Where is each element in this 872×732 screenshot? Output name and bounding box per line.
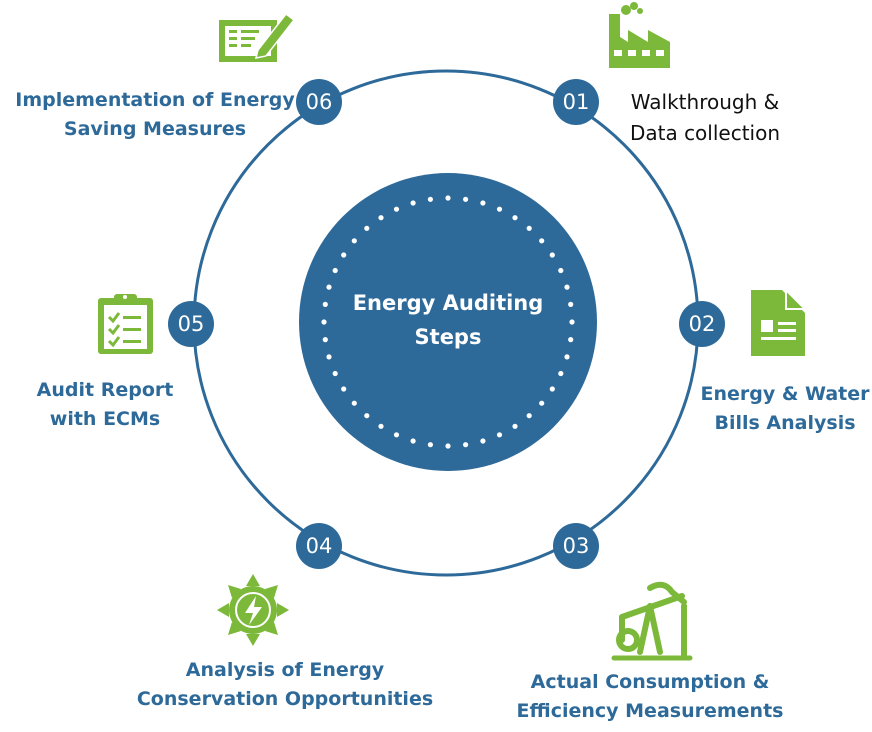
center-ring-dot xyxy=(539,400,545,406)
center-ring-dot xyxy=(539,238,545,244)
center-ring-dot xyxy=(564,354,570,360)
step-04-label-line-2: Conservation Opportunities xyxy=(136,688,434,710)
center-title-line-2: Steps xyxy=(414,325,482,349)
center-ring-dot xyxy=(568,301,574,307)
center-ring-dot xyxy=(332,267,338,274)
pump-jack-icon xyxy=(611,581,693,661)
center-ring-dot xyxy=(463,196,469,202)
step-05-label: Audit Report with ECMs xyxy=(20,376,190,434)
step-04-label-line-1: Analysis of Energy xyxy=(185,659,385,681)
center-ring-dot xyxy=(480,200,486,206)
center-circle xyxy=(299,173,597,471)
bill-document-icon xyxy=(751,287,808,356)
center-ring-dot xyxy=(322,301,328,307)
step-01-label-line-1: Walkthrough & xyxy=(630,90,780,114)
clipboard-checklist-icon xyxy=(98,294,153,354)
center-ring-dot xyxy=(558,267,564,274)
center-ring-dot xyxy=(480,438,486,444)
center-dotted-ring xyxy=(321,195,575,449)
center-ring-dot xyxy=(445,195,451,201)
step-01-label: Walkthrough & Data collection xyxy=(600,87,810,149)
center-ring-dot xyxy=(326,284,332,290)
form-edit-icon xyxy=(219,12,296,62)
center-ring-dot xyxy=(364,413,370,419)
step-02-label: Energy & Water Bills Analysis xyxy=(690,380,872,438)
step-03-label: Actual Consumption & Efficiency Measurem… xyxy=(505,668,795,726)
center-ring-dot xyxy=(568,337,574,343)
step-06-label-line-2: Saving Measures xyxy=(63,118,247,140)
step-05-label-line-2: with ECMs xyxy=(49,408,161,430)
center-ring-dot xyxy=(427,196,433,202)
center-ring-dot xyxy=(427,442,433,448)
center-ring-dot xyxy=(393,206,400,212)
step-03-badge: 03 xyxy=(553,523,599,569)
step-01-label-line-2: Data collection xyxy=(629,121,781,145)
center-ring-dot xyxy=(558,370,564,377)
center-ring-dot xyxy=(393,432,400,438)
center-ring-dot xyxy=(332,370,338,377)
center-ring-dot xyxy=(351,238,357,244)
center-ring-dot xyxy=(341,252,347,258)
step-02-badge: 02 xyxy=(679,301,725,347)
center-ring-dot xyxy=(321,319,327,325)
sun-energy-icon xyxy=(217,574,289,646)
step-04-label: Analysis of Energy Conservation Opportun… xyxy=(130,656,440,714)
center-title: Energy Auditing Steps xyxy=(300,286,596,354)
center-ring-dot xyxy=(378,423,384,429)
center-ring-dot xyxy=(512,423,518,429)
step-06-label-line-1: Implementation of Energy xyxy=(15,89,295,111)
center-ring-dot xyxy=(549,252,555,258)
center-title-line-1: Energy Auditing xyxy=(352,291,544,315)
center-ring-dot xyxy=(569,319,575,325)
center-ring-dot xyxy=(549,386,555,392)
center-ring-dot xyxy=(351,400,357,406)
step-02-label-line-2: Bills Analysis xyxy=(714,412,856,434)
center-ring-dot xyxy=(322,337,328,343)
center-ring-dot xyxy=(378,215,384,221)
center-ring-dot xyxy=(512,215,518,221)
center-ring-dot xyxy=(496,206,503,212)
center-ring-dot xyxy=(326,354,332,360)
step-05-label-line-1: Audit Report xyxy=(36,379,174,401)
center-ring-dot xyxy=(564,284,570,290)
step-03-label-line-1: Actual Consumption & xyxy=(530,671,770,693)
center-ring-dot xyxy=(445,443,451,449)
step-04-badge: 04 xyxy=(296,523,342,569)
factory-icon xyxy=(609,2,670,68)
center-ring-dot xyxy=(341,386,347,392)
step-01-badge: 01 xyxy=(553,79,599,125)
step-05-badge: 05 xyxy=(168,301,214,347)
center-ring-dot xyxy=(410,438,416,444)
center-ring-dot xyxy=(526,413,532,419)
step-06-badge: 06 xyxy=(296,79,342,125)
center-ring-dot xyxy=(496,432,503,438)
step-03-label-line-2: Efficiency Measurements xyxy=(516,700,784,722)
center-ring-dot xyxy=(410,200,416,206)
center-ring-dot xyxy=(463,442,469,448)
center-ring-dot xyxy=(526,225,532,231)
step-06-label: Implementation of Energy Saving Measures xyxy=(10,86,300,144)
step-02-label-line-1: Energy & Water xyxy=(700,383,870,405)
center-ring-dot xyxy=(364,225,370,231)
